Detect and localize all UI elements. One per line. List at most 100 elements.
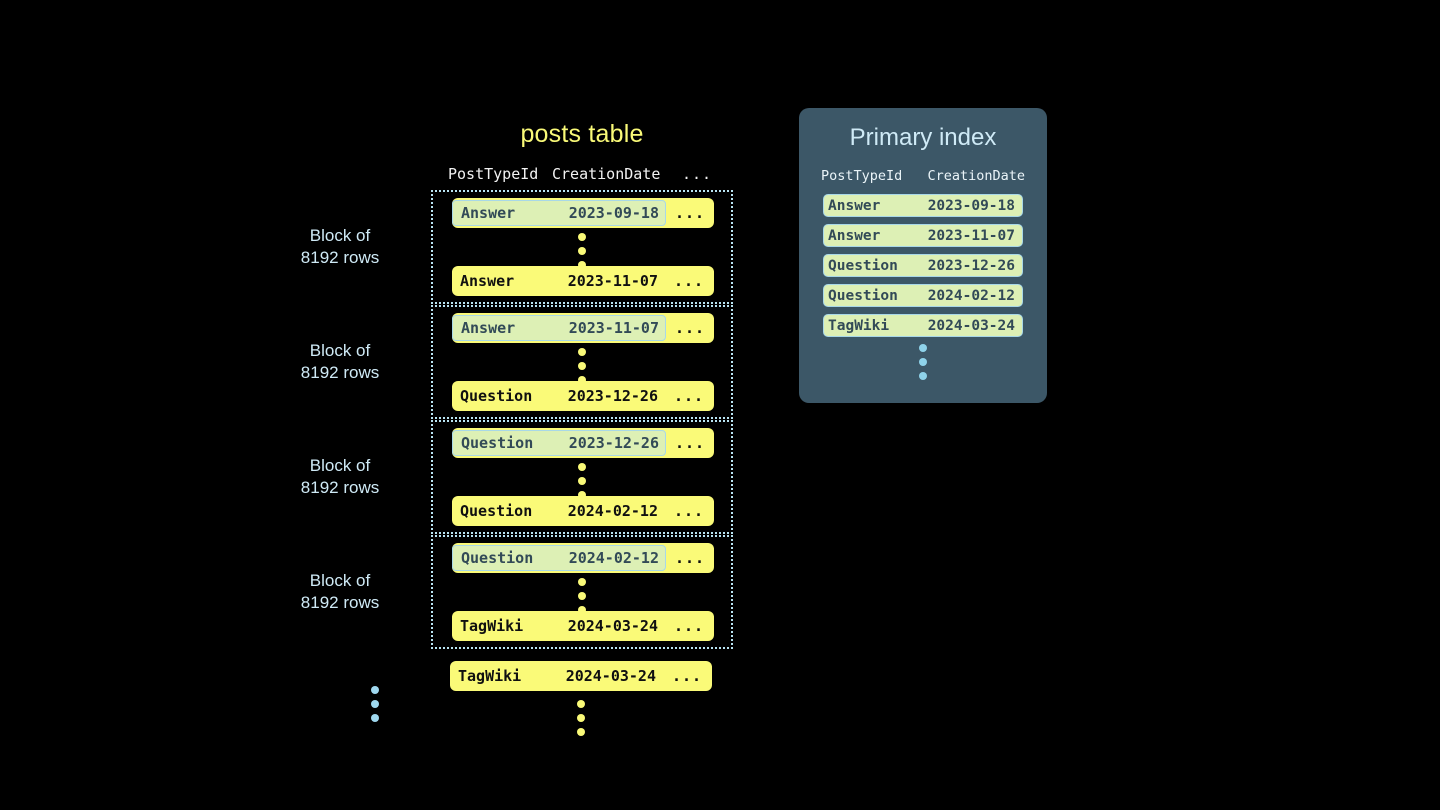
cell-post-type-id: Question — [461, 549, 534, 567]
cell-creation-date: 2024-02-12 — [567, 502, 658, 520]
cell-ellipsis: ... — [674, 319, 706, 337]
cell-creation-date: 2023-11-07 — [567, 272, 658, 290]
block-rows-elided-dots — [578, 463, 586, 499]
index-cell-creation-date: 2023-09-18 — [927, 197, 1015, 214]
primary-index-panel: Primary index PostTypeId CreationDate An… — [799, 108, 1047, 403]
cell-creation-date: 2023-11-07 — [568, 319, 659, 337]
dot — [371, 714, 379, 722]
row-highlight-box: Question 2023-12-26 — [452, 430, 666, 456]
dot — [578, 578, 586, 586]
table-row: Question 2024-02-12... — [452, 543, 714, 573]
cell-post-type-id: Answer — [461, 204, 516, 222]
index-cell-creation-date: 2024-03-24 — [927, 317, 1015, 334]
index-row: TagWiki 2024-03-24 — [823, 314, 1023, 337]
cell-post-type-id: Answer — [460, 272, 515, 290]
block-label: Block of 8192 rows — [300, 341, 380, 382]
primary-index-title: Primary index — [849, 124, 997, 151]
dot — [577, 700, 585, 708]
table-continues-dots — [577, 700, 585, 736]
index-cell-creation-date: 2023-12-26 — [927, 257, 1015, 274]
dot — [578, 463, 586, 471]
dot — [577, 714, 585, 722]
cell-creation-date: 2023-12-26 — [568, 434, 659, 452]
posts-table-column-headers: PostTypeId CreationDate ... — [448, 165, 718, 183]
dot — [577, 728, 585, 736]
dot — [371, 700, 379, 708]
dot — [578, 592, 586, 600]
dot — [919, 372, 927, 380]
cell-ellipsis: ... — [673, 272, 705, 290]
cell-ellipsis: ... — [674, 204, 706, 222]
cell-creation-date: 2024-03-24 — [567, 617, 658, 635]
cell-creation-date: 2023-12-26 — [567, 387, 658, 405]
dot — [578, 233, 586, 241]
primary-index-column-headers: PostTypeId CreationDate — [799, 168, 1047, 184]
cell-post-type-id: Question — [460, 387, 533, 405]
cell-post-type-id: Question — [460, 502, 533, 520]
posts-table-title: posts table — [520, 120, 644, 148]
table-row: Question 2023-12-26... — [452, 381, 714, 411]
cell-creation-date: 2024-03-24 — [565, 667, 656, 685]
row-highlight-box: Question 2024-02-12 — [452, 545, 666, 571]
index-cell-creation-date: 2023-11-07 — [927, 227, 1015, 244]
dot — [578, 376, 586, 384]
cell-ellipsis: ... — [671, 667, 703, 685]
row-cells: Question 2023-12-26 — [452, 383, 664, 409]
cell-post-type-id: Answer — [461, 319, 516, 337]
block-rows-elided-dots — [578, 233, 586, 269]
index-cell-post-type-id: TagWiki — [828, 317, 890, 334]
cell-post-type-id: TagWiki — [460, 617, 524, 635]
dot — [578, 348, 586, 356]
dot — [578, 491, 586, 499]
row-highlight-box: TagWiki 2024-03-24 — [450, 663, 662, 689]
cell-creation-date: 2023-09-18 — [568, 204, 659, 222]
row-highlight-box: Answer 2023-11-07 — [452, 315, 666, 341]
index-column-header-creation-date: CreationDate — [927, 168, 1025, 184]
cell-ellipsis: ... — [674, 549, 706, 567]
block-label: Block of 8192 rows — [300, 571, 380, 612]
dot — [578, 606, 586, 614]
column-header-creation-date: CreationDate — [552, 165, 661, 183]
row-cells: Answer 2023-11-07 — [452, 268, 664, 294]
table-row: Answer 2023-11-07... — [452, 266, 714, 296]
cell-ellipsis: ... — [673, 617, 705, 635]
primary-index-continues-dots — [799, 344, 1047, 380]
cell-post-type-id: TagWiki — [458, 667, 522, 685]
dot — [578, 362, 586, 370]
dot — [578, 477, 586, 485]
index-row: Answer 2023-11-07 — [823, 224, 1023, 247]
row-cells: Question 2024-02-12 — [452, 498, 664, 524]
block-rows-elided-dots — [578, 578, 586, 614]
cell-ellipsis: ... — [673, 387, 705, 405]
column-header-post-type-id: PostTypeId — [448, 165, 539, 183]
index-row: Answer 2023-09-18 — [823, 194, 1023, 217]
table-row: Question 2023-12-26... — [452, 428, 714, 458]
block-label: Block of 8192 rows — [300, 456, 380, 497]
row-highlight-box: Answer 2023-09-18 — [452, 200, 666, 226]
index-cell-post-type-id: Answer — [828, 227, 881, 244]
block-rows-elided-dots — [578, 348, 586, 384]
index-cell-creation-date: 2024-02-12 — [927, 287, 1015, 304]
cell-ellipsis: ... — [673, 502, 705, 520]
cell-ellipsis: ... — [674, 434, 706, 452]
blocks-continue-dots — [371, 686, 379, 722]
cell-post-type-id: Question — [461, 434, 534, 452]
index-cell-post-type-id: Question — [828, 287, 898, 304]
table-row: Question 2024-02-12... — [452, 496, 714, 526]
dot — [919, 358, 927, 366]
table-row: TagWiki 2024-03-24... — [452, 611, 714, 641]
dot — [919, 344, 927, 352]
index-cell-post-type-id: Answer — [828, 197, 881, 214]
table-row: Answer 2023-11-07... — [452, 313, 714, 343]
row-cells: TagWiki 2024-03-24 — [452, 613, 664, 639]
cell-creation-date: 2024-02-12 — [568, 549, 659, 567]
dot — [371, 686, 379, 694]
